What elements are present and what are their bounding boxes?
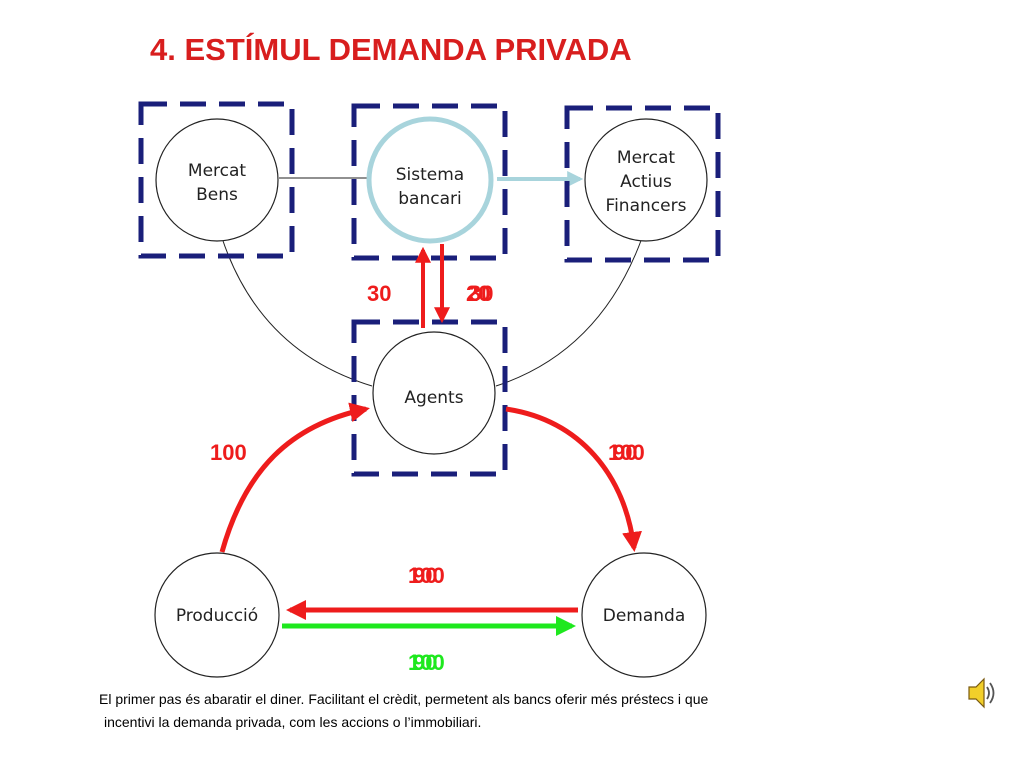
speaker-icon[interactable]: [966, 676, 996, 715]
actius-agents-link: [495, 237, 643, 387]
mercat-bens-label-1: Mercat: [188, 161, 247, 181]
produccio-to-demanda-amount-b: 90: [413, 650, 437, 675]
mercat-actius-label-1: Mercat: [617, 148, 676, 168]
page-title: 4. ESTÍMUL DEMANDA PRIVADA: [150, 32, 632, 67]
mercat-actius-label-3: Financers: [606, 196, 687, 216]
mercat-actius-label-2: Actius: [620, 172, 672, 192]
produccio-label: Producció: [176, 606, 258, 626]
sistema-bancari-box: [351, 103, 508, 261]
demanda-to-produccio-amount-a: 100: [408, 563, 445, 588]
bens-agents-link: [221, 237, 373, 387]
mercat-bens-box: [138, 101, 295, 259]
demanda-label: Demanda: [603, 606, 686, 626]
demanda-to-produccio-amount-b: 90: [413, 563, 437, 588]
bank-to-agents-amount-b: 30: [469, 281, 493, 306]
sistema-bancari-label-1: Sistema: [396, 165, 464, 185]
agents-circle: [372, 331, 496, 455]
caption-line-2: incentivi la demanda privada, com les ac…: [104, 714, 482, 730]
caption-line-1: El primer pas és abaratir el diner. Faci…: [99, 691, 709, 707]
mercat-bens-label-2: Bens: [196, 185, 238, 205]
produccio-to-agents-amount: 100: [210, 440, 247, 465]
agents-to-demanda-amount-b: 90: [613, 440, 637, 465]
mercat-bens-circle: [155, 118, 279, 242]
mercat-actius-circle: [584, 118, 708, 242]
bank-to-agents-amount-a: 20: [466, 281, 490, 306]
agents-to-demanda-arrow: [505, 406, 642, 552]
agents-label: Agents: [404, 388, 463, 408]
produccio-to-demanda-amount-a: 100: [408, 650, 445, 675]
produccio-circle: [154, 552, 280, 678]
agents-to-demanda-amount-a: 100: [608, 440, 645, 465]
sistema-bancari-label-2: bancari: [398, 189, 461, 209]
mercat-actius-box: [564, 105, 721, 263]
sistema-bancari-circle: [366, 116, 494, 244]
agents-to-bank-amount: 30: [367, 281, 391, 306]
produccio-to-agents-arrow: [219, 402, 370, 553]
agents-box: [351, 319, 508, 477]
demanda-circle: [581, 552, 707, 678]
